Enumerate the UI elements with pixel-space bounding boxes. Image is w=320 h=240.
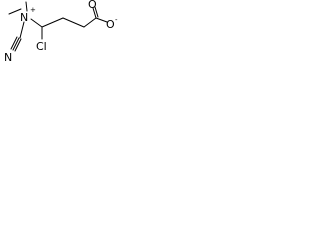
chain-bond-3 bbox=[83, 17, 97, 28]
cyano-triple-bond-1 bbox=[12, 37, 20, 51]
carbonyl-double-bond-1 bbox=[92, 7, 97, 19]
cyano-triple-bond-3 bbox=[10, 36, 18, 50]
carboxylate-oxygen-label: O bbox=[106, 18, 115, 31]
chain-bond-2 bbox=[62, 17, 85, 28]
n-to-chcl-carbon-bond bbox=[30, 18, 43, 28]
carboxylate-single-bond bbox=[95, 17, 108, 23]
n-to-cyano-carbon-bond bbox=[19, 21, 25, 39]
nitrogen-cation-label: N bbox=[20, 11, 28, 24]
carbonyl-oxygen-label: O bbox=[88, 0, 97, 11]
methyl-bond-left bbox=[8, 8, 22, 15]
methyl-bond-top bbox=[25, 1, 28, 12]
carbonyl-double-bond-2 bbox=[94, 6, 99, 18]
nitrogen-charge-label: + bbox=[30, 6, 36, 14]
chlorine-label: Cl bbox=[36, 40, 47, 53]
chain-bond-1 bbox=[41, 17, 64, 28]
carboxylate-charge-label: - bbox=[115, 16, 118, 24]
chemical-structure: N + N Cl O O - bbox=[4, 0, 118, 64]
nitrile-nitrogen-label: N bbox=[4, 51, 12, 64]
cyano-triple-bond-2 bbox=[14, 38, 22, 52]
